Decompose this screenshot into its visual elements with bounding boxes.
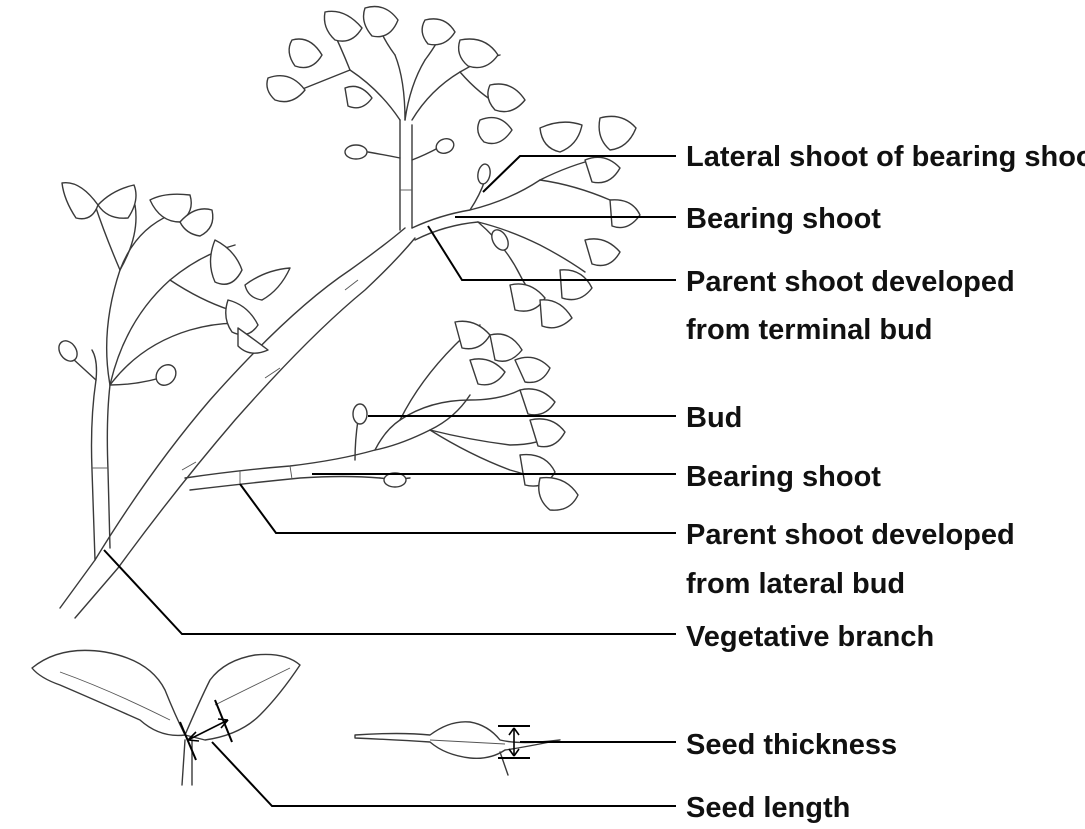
label-bearing-shoot-top: Bearing shoot [686, 203, 881, 235]
label-lateral-shoot-of-bearing-shoot: Lateral shoot of bearing shoot [686, 141, 1085, 173]
leader-seed-length [211, 741, 676, 807]
samara-pair-drawing [31, 649, 301, 786]
left-samara-cluster [61, 181, 291, 354]
leader-parent-terminal [427, 225, 676, 281]
leader-lines [103, 155, 676, 807]
label-seed-thickness: Seed thickness [686, 729, 897, 761]
labels: Lateral shoot of bearing shoot Bearing s… [686, 141, 1085, 824]
label-parent-shoot-lateral-line1: Parent shoot developed [686, 519, 1015, 551]
leader-vegetative-branch [103, 549, 676, 635]
leader-parent-lateral [239, 483, 676, 534]
terminal-samara-cluster [266, 5, 641, 329]
vegetative-branch-drawing [58, 204, 416, 619]
label-bud: Bud [686, 402, 742, 434]
label-parent-shoot-terminal-line2: from terminal bud [686, 314, 933, 346]
label-parent-shoot-terminal-line1: Parent shoot developed [686, 266, 1015, 298]
terminal-panicle-drawing [299, 14, 611, 306]
label-vegetative-branch: Vegetative branch [686, 621, 934, 653]
seed-side-view-drawing [354, 721, 561, 776]
label-bearing-shoot-middle: Bearing shoot [686, 461, 881, 493]
label-parent-shoot-lateral-line2: from lateral bud [686, 568, 905, 600]
leader-lateral-shoot [482, 155, 676, 193]
lateral-samara-cluster [454, 320, 579, 511]
label-seed-length: Seed length [686, 792, 850, 824]
